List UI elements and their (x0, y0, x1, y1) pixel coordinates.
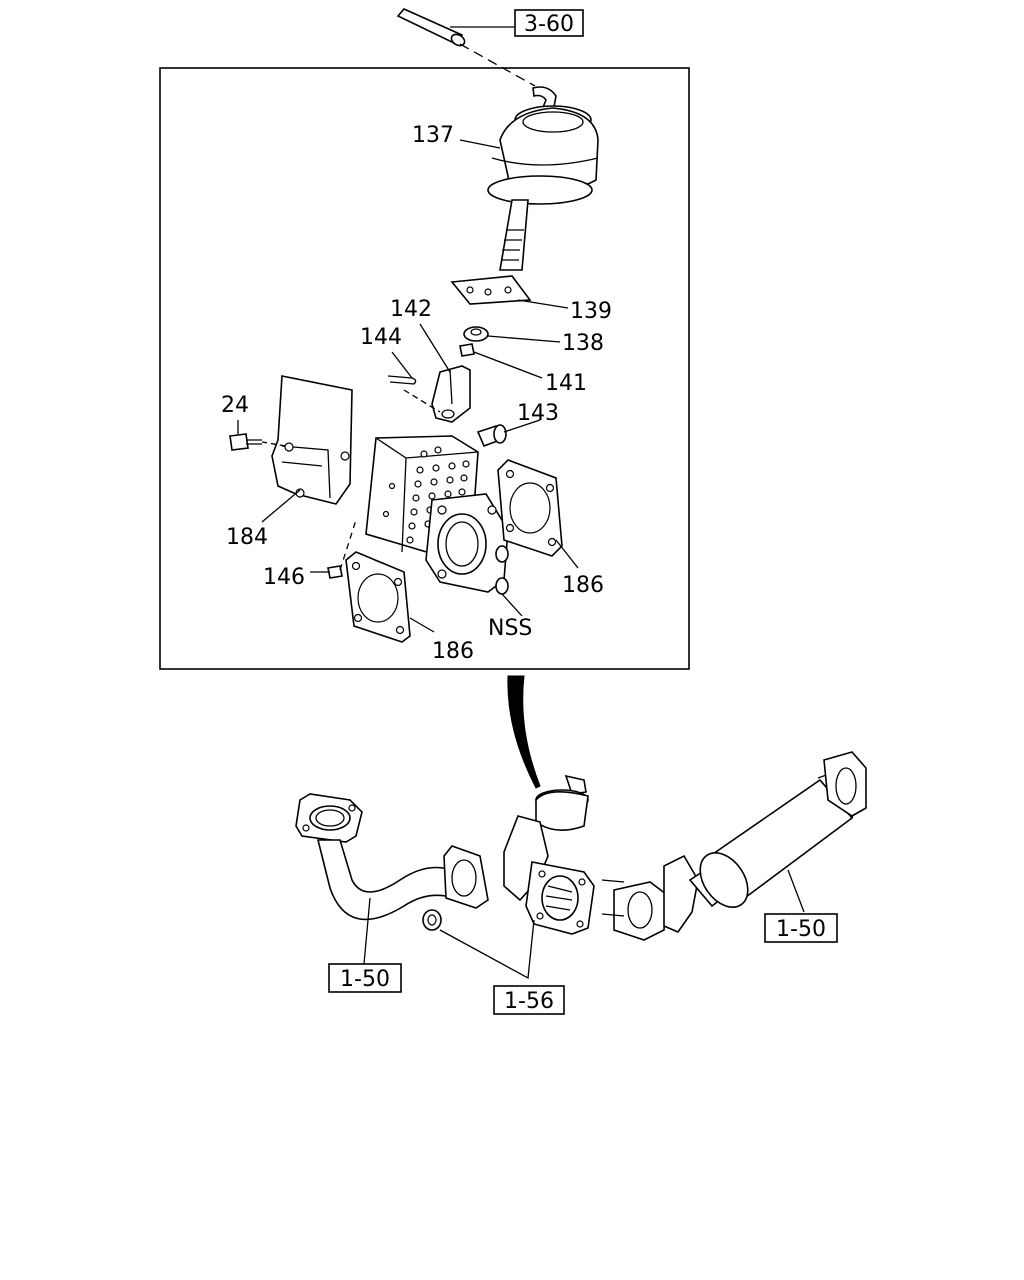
ref-box-1-50-right[interactable]: 1-50 (764, 913, 838, 943)
ref-box-1-50-left[interactable]: 1-50 (328, 963, 402, 993)
leader-139 (517, 299, 569, 309)
callout-186-right: 186 (562, 573, 604, 598)
ref-label-1-50-right: 1-50 (776, 917, 826, 942)
callout-184: 184 (226, 525, 268, 550)
callout-186-bottom: 186 (432, 639, 474, 664)
ref-label-1-50-left: 1-50 (340, 967, 390, 992)
nut-138 (463, 326, 489, 342)
ref-label-1-56: 1-56 (504, 989, 554, 1014)
leader-ref-right (787, 869, 805, 913)
bracket-plate (450, 275, 532, 305)
gasket-186-bottom (345, 551, 411, 643)
leader-ref-center (439, 919, 535, 980)
nut-141 (459, 343, 475, 357)
leader-186-right (555, 539, 579, 569)
ref-box-1-56[interactable]: 1-56 (493, 985, 565, 1015)
leader-138 (487, 335, 561, 343)
nut-146 (327, 565, 343, 579)
leader-186-bottom (409, 617, 435, 633)
bolt-24-dash (261, 441, 287, 447)
nut-146-dash (339, 519, 357, 571)
flange-housing (425, 493, 509, 595)
callout-nss: NSS (488, 616, 532, 641)
callout-141: 141 (545, 371, 587, 396)
detail-pointer-arrow (507, 675, 541, 789)
callout-143: 143 (517, 401, 559, 426)
leader-141 (473, 351, 543, 379)
nut-lower (422, 909, 442, 931)
ref-box-3-60[interactable]: 3-60 (514, 9, 584, 37)
callout-146: 146 (263, 565, 305, 590)
cotter-pin-144 (387, 375, 417, 385)
leader-143 (503, 419, 541, 433)
leader-nss (501, 593, 523, 617)
ref-label-3-60: 3-60 (524, 12, 574, 37)
callout-137: 137 (412, 123, 454, 148)
leader-ref-left (363, 897, 371, 965)
callout-24: 24 (221, 393, 249, 418)
leader-pin-dash (403, 389, 441, 413)
pin-143 (476, 424, 507, 448)
exhaust-pipe-rear (601, 751, 867, 941)
vacuum-actuator (487, 86, 599, 271)
callout-139: 139 (570, 299, 612, 324)
callout-142: 142 (390, 297, 432, 322)
callout-138: 138 (562, 331, 604, 356)
leader-144 (391, 351, 413, 379)
callout-144: 144 (360, 325, 402, 350)
vacuum-hose (396, 8, 536, 87)
lever-142 (431, 365, 471, 423)
gasket-186-right (497, 459, 563, 557)
bracket-184 (271, 375, 353, 505)
leader-142 (419, 323, 451, 373)
exhaust-pipe-front (295, 793, 489, 921)
detail-frame (159, 67, 690, 670)
bolt-24 (229, 433, 262, 451)
leader-137 (459, 139, 501, 149)
leader-184 (261, 489, 301, 523)
exhaust-brake-assembly (503, 774, 595, 935)
